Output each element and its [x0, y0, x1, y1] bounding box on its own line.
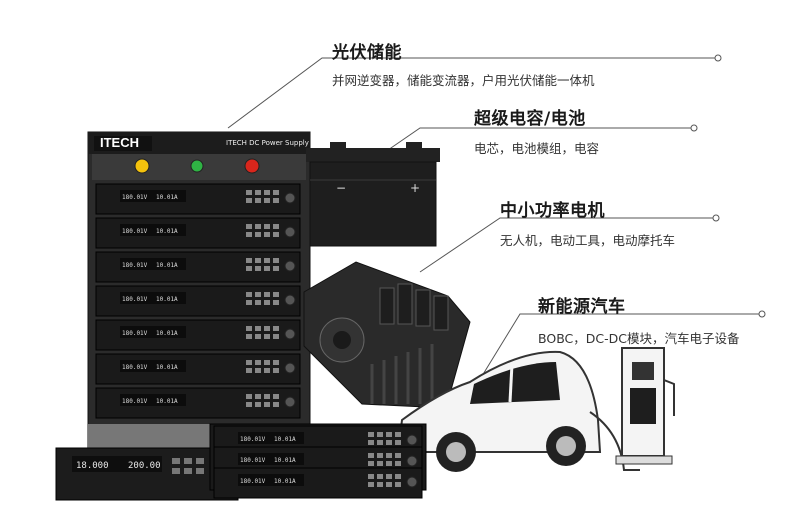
- rack-module: 180.01V 10.01A: [95, 251, 301, 283]
- app-subtitle-motor: 无人机，电动工具，电动摩托车: [500, 233, 676, 248]
- module-current: 10.01A: [274, 436, 296, 443]
- module-voltage: 180.01V: [122, 296, 148, 303]
- electric-car-icon: [396, 350, 640, 472]
- red-stop-button-icon: [244, 158, 260, 174]
- app-subtitle-ev: BOBC，DC-DC模块，汽车电子设备: [538, 331, 740, 346]
- cabinet-label: ITECH DC Power Supply: [226, 139, 309, 147]
- yellow-button-icon: [134, 158, 150, 174]
- module-current: 10.01A: [156, 398, 178, 405]
- svg-text:200.00: 200.00: [128, 461, 161, 471]
- module-current: 10.01A: [156, 194, 178, 201]
- svg-text:−: −: [336, 181, 346, 195]
- module-current: 10.01A: [156, 262, 178, 269]
- leader-dot-motor: [712, 214, 720, 222]
- motor-heatsink-icon: [303, 261, 471, 409]
- leader-line-motor: [419, 217, 716, 273]
- module-current: 10.01A: [156, 296, 178, 303]
- module-voltage: 180.01V: [240, 457, 266, 464]
- leader-line-ev: [481, 313, 762, 377]
- svg-text:+: +: [410, 181, 420, 195]
- module-voltage: 180.01V: [240, 436, 266, 443]
- module-voltage: 180.01V: [122, 228, 148, 235]
- app-subtitle-battery: 电芯，电池模组，电容: [474, 141, 600, 156]
- leader-line-pv: [227, 57, 718, 129]
- app-title-motor: 中小功率电机: [500, 201, 605, 221]
- leader-line-battery: [387, 127, 694, 151]
- app-subtitle-pv: 并网逆变器，储能变流器，户用光伏储能一体机: [332, 73, 595, 88]
- app-title-battery: 超级电容/电池: [474, 109, 586, 129]
- module-current: 10.01A: [156, 330, 178, 337]
- module-current: 10.01A: [274, 457, 296, 464]
- bench-power-supply-front: 18.000 200.00: [55, 447, 239, 501]
- module-voltage: 180.01V: [240, 478, 266, 485]
- module-voltage: 180.01V: [122, 262, 148, 269]
- module-current: 10.01A: [156, 228, 178, 235]
- rack-module: 180.01V 10.01A: [95, 217, 301, 249]
- leader-dot-battery: [690, 124, 698, 132]
- rack-module-stack: 180.01V 10.01A 180.01V 10.01A 180.01V 10.01A: [209, 423, 427, 499]
- rack-module: 180.01V 10.01A: [95, 353, 301, 385]
- module-voltage: 180.01V: [122, 194, 148, 201]
- leader-lines: [227, 54, 766, 377]
- svg-text:18.000: 18.000: [76, 461, 109, 471]
- rack-module: 180.01V 10.01A: [95, 319, 301, 351]
- itech-logo: ITECH: [100, 135, 139, 150]
- rack-module: 180.01V 10.01A: [95, 387, 301, 419]
- rack-module: 180.01V 10.01A: [213, 467, 423, 499]
- module-voltage: 180.01V: [122, 398, 148, 405]
- app-title-ev: 新能源汽车: [538, 297, 626, 317]
- module-voltage: 180.01V: [122, 330, 148, 337]
- module-current: 10.01A: [274, 478, 296, 485]
- rack-module: 180.01V 10.01A: [95, 183, 301, 215]
- leader-dot-pv: [714, 54, 722, 62]
- module-voltage: 180.01V: [122, 364, 148, 371]
- app-title-pv: 光伏储能: [332, 43, 402, 63]
- charging-station-icon: [615, 347, 675, 465]
- green-button-icon: [190, 159, 204, 173]
- leader-dot-ev: [758, 310, 766, 318]
- module-current: 10.01A: [156, 364, 178, 371]
- rack-module: 180.01V 10.01A: [95, 285, 301, 317]
- battery-icon: − +: [306, 142, 440, 247]
